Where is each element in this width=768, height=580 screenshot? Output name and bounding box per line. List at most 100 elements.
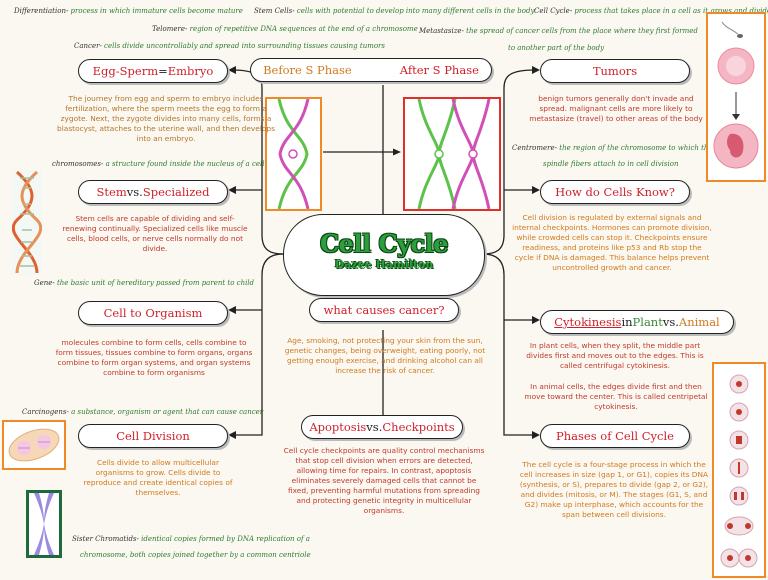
vs-label: vs.: [662, 315, 679, 329]
definition-text: a substance, organism or agent that can …: [71, 408, 264, 416]
node-s-phase[interactable]: Before S Phase After S Phase: [250, 58, 492, 82]
dna-image: [11, 170, 43, 275]
node-stem-vs-specialized[interactable]: Stem vs.Specialized: [78, 180, 228, 204]
before-s-phase-chromosome-image: [265, 97, 322, 211]
term: Stem Cells: [254, 7, 293, 15]
after-s-phase-label: After S Phase: [399, 63, 479, 77]
cell-to-organism-label: Cell to Organism: [103, 306, 203, 320]
definition-text: region of repetitive DNA sequences at th…: [189, 25, 418, 33]
cell-division-icon: [8, 428, 60, 462]
x-chromosome-icon: [34, 493, 54, 555]
mitosis-stages-image: [712, 362, 766, 578]
stem-label: Stem: [96, 185, 127, 199]
animal-label: Animal: [678, 315, 720, 329]
what-causes-cancer-label: what causes cancer?: [323, 303, 445, 317]
node-what-causes-cancer[interactable]: what causes cancer?: [309, 298, 459, 322]
definition-metastasize-line2: to another part of the body: [508, 44, 604, 53]
after-s-phase-chromosome-image: [403, 97, 501, 211]
vs-label: vs.: [126, 185, 143, 199]
definition-gene: Gene- the basic unit of hereditary passe…: [34, 279, 255, 287]
cell-division-label: Cell Division: [116, 429, 190, 443]
cytokinesis-label: Cytokinesis: [554, 315, 622, 329]
checkpoints-label: Checkpoints: [382, 420, 455, 434]
tumors-label: Tumors: [592, 64, 638, 78]
definition-text: the spread of cancer cells from the plac…: [466, 27, 698, 35]
node-tumors[interactable]: Tumors: [540, 59, 690, 83]
in-label: in: [621, 315, 633, 329]
definition-text: cells divide uncontrollably and spread i…: [104, 42, 386, 50]
definition-text: identical copies formed by DNA replicati…: [141, 535, 310, 543]
definition-telomere: Telomere- region of repetitive DNA seque…: [152, 25, 418, 33]
definition-text: spindle fibers attach to in cell divisio…: [543, 160, 679, 168]
term: Metastasize: [419, 27, 462, 35]
node-cell-division[interactable]: Cell Division: [78, 424, 228, 448]
node-how-do-cells-know[interactable]: How do Cells Know?: [540, 180, 690, 204]
fertilization-image: [706, 12, 766, 182]
definition-text: process that takes place in a cell as it…: [574, 7, 768, 15]
term: Sister Chromatids: [72, 535, 137, 543]
node-cell-to-organism[interactable]: Cell to Organism: [78, 301, 228, 325]
term: Telomere: [152, 25, 185, 33]
egg-sperm-label: Egg-Sperm: [92, 64, 159, 78]
term: Centromere: [512, 144, 555, 152]
node-phases-of-cell-cycle[interactable]: Phases of Cell Cycle: [540, 424, 690, 448]
definition-sister-chromatids: Sister Chromatids- identical copies form…: [72, 535, 310, 543]
definition-text: cells with potential to develop into man…: [296, 7, 535, 15]
specialized-label: Specialized: [142, 185, 210, 199]
cell-division-paragraph: Cells divide to allow multicellular orga…: [83, 458, 233, 497]
how-cells-know-paragraph: Cell division is regulated by external s…: [512, 213, 712, 272]
causes-paragraph: Age, smoking, not protecting your skin f…: [284, 336, 486, 375]
chromosome-icon: [277, 98, 310, 210]
node-apoptosis-vs-checkpoints[interactable]: Apoptosis vs.Checkpoints: [301, 415, 463, 439]
definition-chromosomes: chromosomes- a structure found inside th…: [52, 160, 265, 168]
main-title: Cell Cycle: [319, 229, 449, 258]
before-s-phase-label: Before S Phase: [263, 63, 352, 77]
definition-carcinogens: Carcinogens- a substance, organism or ag…: [22, 408, 264, 416]
definition-cancer: Cancer- cells divide uncontrollably and …: [74, 42, 386, 50]
definition-stem-cells: Stem Cells- cells with potential to deve…: [254, 7, 535, 15]
term: chromosomes: [52, 160, 102, 168]
definition-centromere-line2: spindle fibers attach to in cell divisio…: [543, 160, 678, 169]
definition-centromere: Centromere- the region of the chromosome…: [512, 144, 713, 152]
definition-text: the basic unit of hereditary passed from…: [56, 279, 255, 287]
node-cytokinesis-plant-vs-animal[interactable]: Cytokinesis in Plant vs. Animal: [540, 310, 734, 334]
how-do-cells-know-label: How do Cells Know?: [555, 185, 675, 199]
sister-chromatid-image: [26, 490, 62, 558]
definition-text: process in which immature cells become m…: [70, 7, 243, 15]
definition-text: a structure found inside the nucleus of …: [105, 160, 265, 168]
equals-sign: =: [158, 64, 168, 78]
phases-label: Phases of Cell Cycle: [556, 429, 674, 443]
definition-metastasize: Metastasize- the spread of cancer cells …: [419, 27, 698, 35]
definition-text: chromosome, both copies joined together …: [80, 551, 311, 559]
term: Differentiation: [14, 7, 66, 15]
definition-cell-cycle: Cell Cycle- process that takes place in …: [534, 7, 768, 16]
definition-text: to another part of the body: [508, 44, 605, 52]
cytokinesis-animal-paragraph: In animal cells, the edges divide first …: [524, 382, 708, 411]
phases-paragraph: The cell cycle is a four-stage process i…: [519, 460, 709, 519]
definition-differentiation: Differentiation- process in which immatu…: [14, 7, 243, 15]
vs-label: vs.: [366, 420, 383, 434]
node-egg-sperm-embryo[interactable]: Egg-Sperm=Embryo: [78, 59, 228, 83]
plant-label: Plant: [632, 315, 663, 329]
organism-paragraph: molecules combine to form cells, cells c…: [55, 338, 253, 377]
duplicated-chromosome-icon: [417, 98, 491, 210]
term: Gene: [34, 279, 53, 287]
author-name: Dazee Hamilton: [334, 258, 434, 271]
central-topic[interactable]: Cell Cycle Dazee Hamilton: [283, 214, 485, 296]
embryo-label: Embryo: [167, 64, 214, 78]
definition-text: the region of the chromosome to which th…: [559, 144, 713, 152]
term: Cell Cycle: [534, 7, 570, 15]
cytokinesis-plant-paragraph: In plant cells, when they split, the mid…: [526, 341, 704, 370]
term: Carcinogens: [22, 408, 67, 416]
apoptosis-paragraph: Cell cycle checkpoints are quality contr…: [283, 446, 485, 515]
tumors-paragraph: benign tumors generally don't invade and…: [529, 94, 703, 123]
stem-paragraph: Stem cells are capable of dividing and s…: [62, 214, 248, 253]
dna-helix-icon: [11, 170, 43, 274]
apoptosis-label: Apoptosis: [309, 420, 367, 434]
carcinogen-image: [2, 420, 66, 470]
embryo-development-icon: [713, 21, 759, 169]
egg-sperm-paragraph: The journey from egg and sperm to embryo…: [57, 94, 275, 143]
definition-sister-chromatids-line2: chromosome, both copies joined together …: [80, 551, 311, 560]
mitosis-stages-icon: [720, 374, 758, 568]
